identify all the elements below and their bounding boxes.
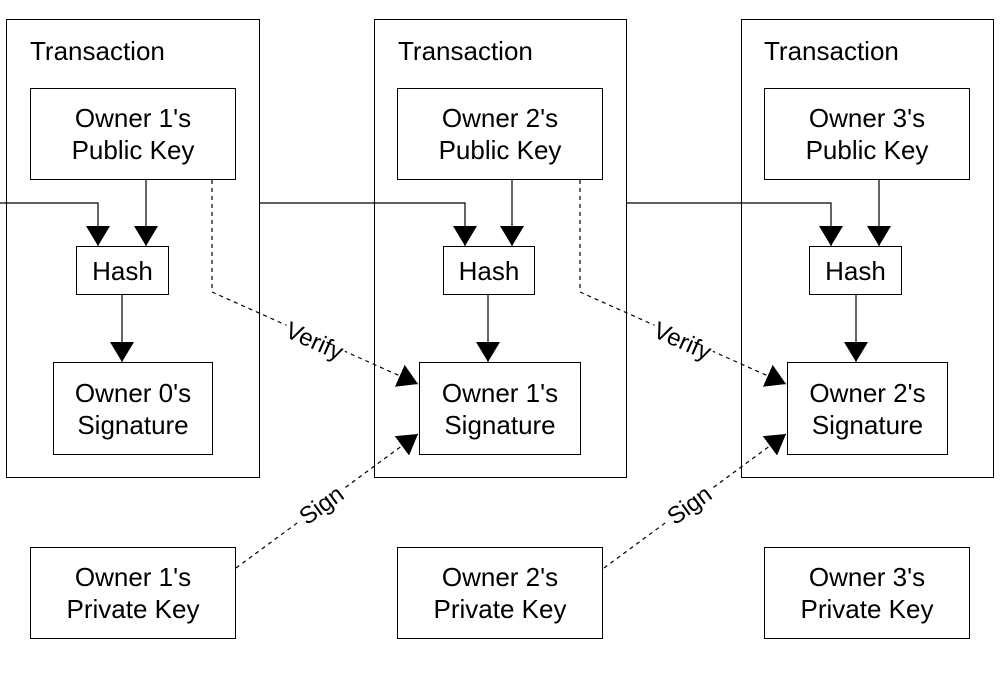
private-key-owner-label: Owner 3's (808, 562, 926, 592)
public-key-owner-label: Owner 3's (808, 103, 926, 133)
transaction-title: Transaction (398, 36, 533, 66)
public-key-label: Public Key (71, 135, 195, 165)
signature-label: Signature (77, 409, 189, 440)
private-key-owner-label: Owner 1's (74, 562, 192, 592)
signature-box: Owner 0's Signature (53, 362, 213, 455)
private-key-label: Private Key (66, 594, 200, 624)
signature-box: Owner 1's Signature (419, 362, 581, 455)
public-key-owner-label: Owner 2's (441, 103, 559, 133)
public-key-box: Owner 2's Public Key (397, 88, 603, 180)
verify-arrow-1 (211, 180, 419, 387)
public-key-label: Public Key (438, 135, 562, 165)
signature-owner-label: Owner 1's (441, 377, 559, 408)
public-key-owner-label: Owner 1's (74, 103, 192, 133)
transaction-title: Transaction (764, 36, 899, 66)
public-key-label: Public Key (805, 135, 929, 165)
signature-box: Owner 2's Signature (787, 362, 948, 455)
private-key-label: Private Key (433, 594, 567, 624)
signature-label: Signature (811, 409, 924, 440)
signature-label: Signature (444, 409, 556, 440)
tx1-connectors (0, 180, 158, 362)
transaction-box-3 (741, 19, 994, 478)
private-key-owner-label: Owner 2's (441, 562, 559, 592)
verify-arrow-2 (579, 180, 787, 387)
private-key-box: Owner 2's Private Key (397, 547, 603, 639)
private-key-box: Owner 1's Private Key (30, 547, 236, 639)
tx3-connectors (627, 180, 891, 362)
public-key-box: Owner 3's Public Key (764, 88, 970, 180)
hash-label: Hash (458, 255, 520, 286)
tx2-connectors (260, 180, 524, 362)
tx1-prev-to-hash-arrow (0, 202, 110, 246)
private-key-label: Private Key (800, 594, 934, 624)
transaction-box-1 (6, 19, 260, 478)
hash-box: Hash (809, 246, 902, 295)
hash-label: Hash (825, 255, 886, 286)
signature-owner-label: Owner 0's (74, 377, 192, 408)
tx2-to-tx3-hash-arrow (627, 202, 843, 246)
hash-box: Hash (76, 246, 169, 295)
hash-box: Hash (443, 246, 535, 295)
public-key-box: Owner 1's Public Key (30, 88, 236, 180)
tx1-to-tx2-hash-arrow (260, 202, 477, 246)
hash-label: Hash (92, 255, 153, 286)
signature-owner-label: Owner 2's (809, 377, 926, 408)
private-key-box: Owner 3's Private Key (764, 547, 970, 639)
transaction-box-2 (374, 19, 627, 478)
transaction-title: Transaction (30, 36, 165, 66)
